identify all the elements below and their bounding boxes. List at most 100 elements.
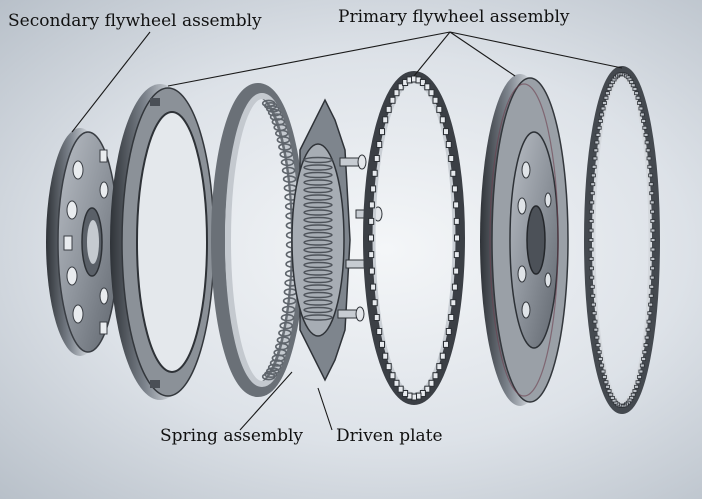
ring-gear-tooth — [590, 182, 596, 187]
ring-gear-tooth — [632, 389, 638, 393]
sensor-ring-tooth — [393, 89, 400, 97]
sensor-ring-tooth — [397, 83, 404, 91]
secondary-flywheel-part — [46, 128, 119, 356]
ring-gear-tooth — [591, 311, 597, 316]
spring-coil — [261, 372, 276, 381]
ring-gear-tooth — [606, 389, 612, 393]
sensor-ring-tooth — [450, 169, 457, 177]
sensor-ring-tooth — [373, 314, 380, 321]
spring-coil — [282, 175, 297, 183]
primary-ring-gear-part — [584, 66, 660, 414]
leader-primary-body — [449, 31, 516, 77]
spring-coil — [276, 136, 291, 144]
ring-gear-tooth — [608, 83, 614, 88]
driven-plate-spring-coil — [303, 299, 333, 306]
primary-flywheel-label: Primary flywheel assembly — [338, 7, 570, 27]
ring-gear-tooth — [594, 335, 600, 340]
ring-gear-tooth — [595, 132, 601, 137]
ring-gear-tooth — [634, 384, 639, 389]
ring-gear-tooth — [588, 256, 594, 261]
driven-plate-spring-coil — [303, 269, 333, 276]
ring-gear-tooth — [644, 140, 650, 145]
ring-gear-tooth — [608, 392, 614, 397]
ring-gear-tooth — [638, 369, 644, 374]
sensor-ring-tooth — [432, 96, 439, 104]
ring-gear-tooth — [591, 164, 597, 169]
spring-coil — [271, 354, 286, 362]
sensor-ring-tooth — [371, 169, 378, 177]
spring-coil — [269, 113, 284, 121]
ring-gear-tooth — [641, 119, 646, 123]
ring-gear-tooth — [645, 148, 651, 153]
secondary-flywheel-label: Secondary flywheel assembly — [8, 11, 262, 31]
spring-coil — [280, 313, 295, 322]
leader-secondary — [71, 31, 151, 133]
driven-plate-spring-coil — [303, 254, 333, 261]
sensor-ring-tooth — [454, 234, 460, 242]
spring-coil — [279, 150, 294, 159]
ring-gear-tooth — [649, 284, 655, 289]
ring-gear-tooth — [588, 219, 594, 224]
ring-gear-tooth — [650, 228, 656, 233]
driven-plate-spring-coil — [303, 306, 333, 314]
spring-coil — [278, 143, 292, 151]
driven-plate-spring-coil — [303, 156, 333, 164]
ring-gear-tooth — [591, 173, 596, 178]
ring-gear-tooth — [591, 302, 596, 307]
ring-gear-tooth — [638, 106, 644, 111]
ring-gear-tooth — [635, 380, 641, 385]
ring-gear-tooth — [649, 200, 655, 205]
ring-gear-tooth — [646, 319, 652, 324]
sensor-ring-tooth — [379, 340, 385, 348]
ring-gear-tooth — [598, 119, 603, 123]
driven-plate-spring-coil — [303, 314, 333, 321]
sensor-ring-tooth — [376, 141, 383, 148]
ring-gear-tooth — [594, 140, 600, 145]
ring-gear-tooth — [599, 363, 605, 368]
ring-gear-tooth — [600, 369, 606, 374]
ring-gear-tooth — [648, 182, 654, 187]
ring-gear-tooth — [639, 363, 645, 368]
ring-gear-tooth — [602, 375, 607, 379]
ring-gear-tooth — [650, 247, 656, 252]
ring-gear-tooth — [642, 125, 648, 130]
sensor-ring-tooth — [373, 155, 380, 162]
sensor-ring-tooth — [389, 372, 396, 380]
ring-gear-tooth — [598, 357, 603, 361]
bolt-head — [355, 306, 365, 322]
sensor-ring-tooth — [371, 299, 378, 307]
leader-primary-sensor — [413, 31, 451, 77]
ring-gear-tooth — [639, 112, 645, 117]
sensor-ring-tooth — [389, 96, 396, 104]
driven-plate-spring-coil — [303, 231, 333, 239]
sensor-ring-tooth — [453, 251, 460, 259]
sensor-ring-tooth — [436, 363, 443, 371]
bolt-head — [357, 154, 367, 170]
sensor-ring-tooth — [397, 385, 404, 393]
ring-gear-tooth — [650, 209, 655, 214]
sensor-ring-tooth — [445, 141, 452, 148]
driven-plate-spring-coil — [303, 239, 333, 246]
sensor-ring-tooth — [376, 328, 383, 335]
spring-coil — [278, 329, 292, 337]
sensor-ring-tooth — [382, 116, 389, 124]
spring-coil — [269, 359, 284, 367]
sensor-ring-tooth — [370, 283, 377, 291]
ring-gear-tooth — [647, 311, 653, 316]
ring-gear-tooth — [589, 209, 594, 214]
ring-gear-tooth — [646, 156, 652, 161]
sensor-ring-tooth — [439, 116, 446, 124]
ring-gear-tooth — [589, 266, 594, 271]
ring-gear-tooth — [650, 266, 655, 271]
sensor-ring-tooth — [382, 352, 389, 360]
ring-gear-tooth — [634, 91, 639, 96]
sensor-ring-tooth — [453, 201, 460, 209]
ring-gear-tooth — [593, 148, 599, 153]
ring-gear-tooth — [650, 238, 656, 242]
sensor-ring-tooth — [428, 379, 435, 387]
driven-plate-spring-coil — [303, 216, 333, 224]
sensor-ring-tooth — [419, 79, 426, 86]
driven-plate-spring-coil — [303, 209, 333, 216]
sensor-ring-tooth — [393, 379, 400, 387]
